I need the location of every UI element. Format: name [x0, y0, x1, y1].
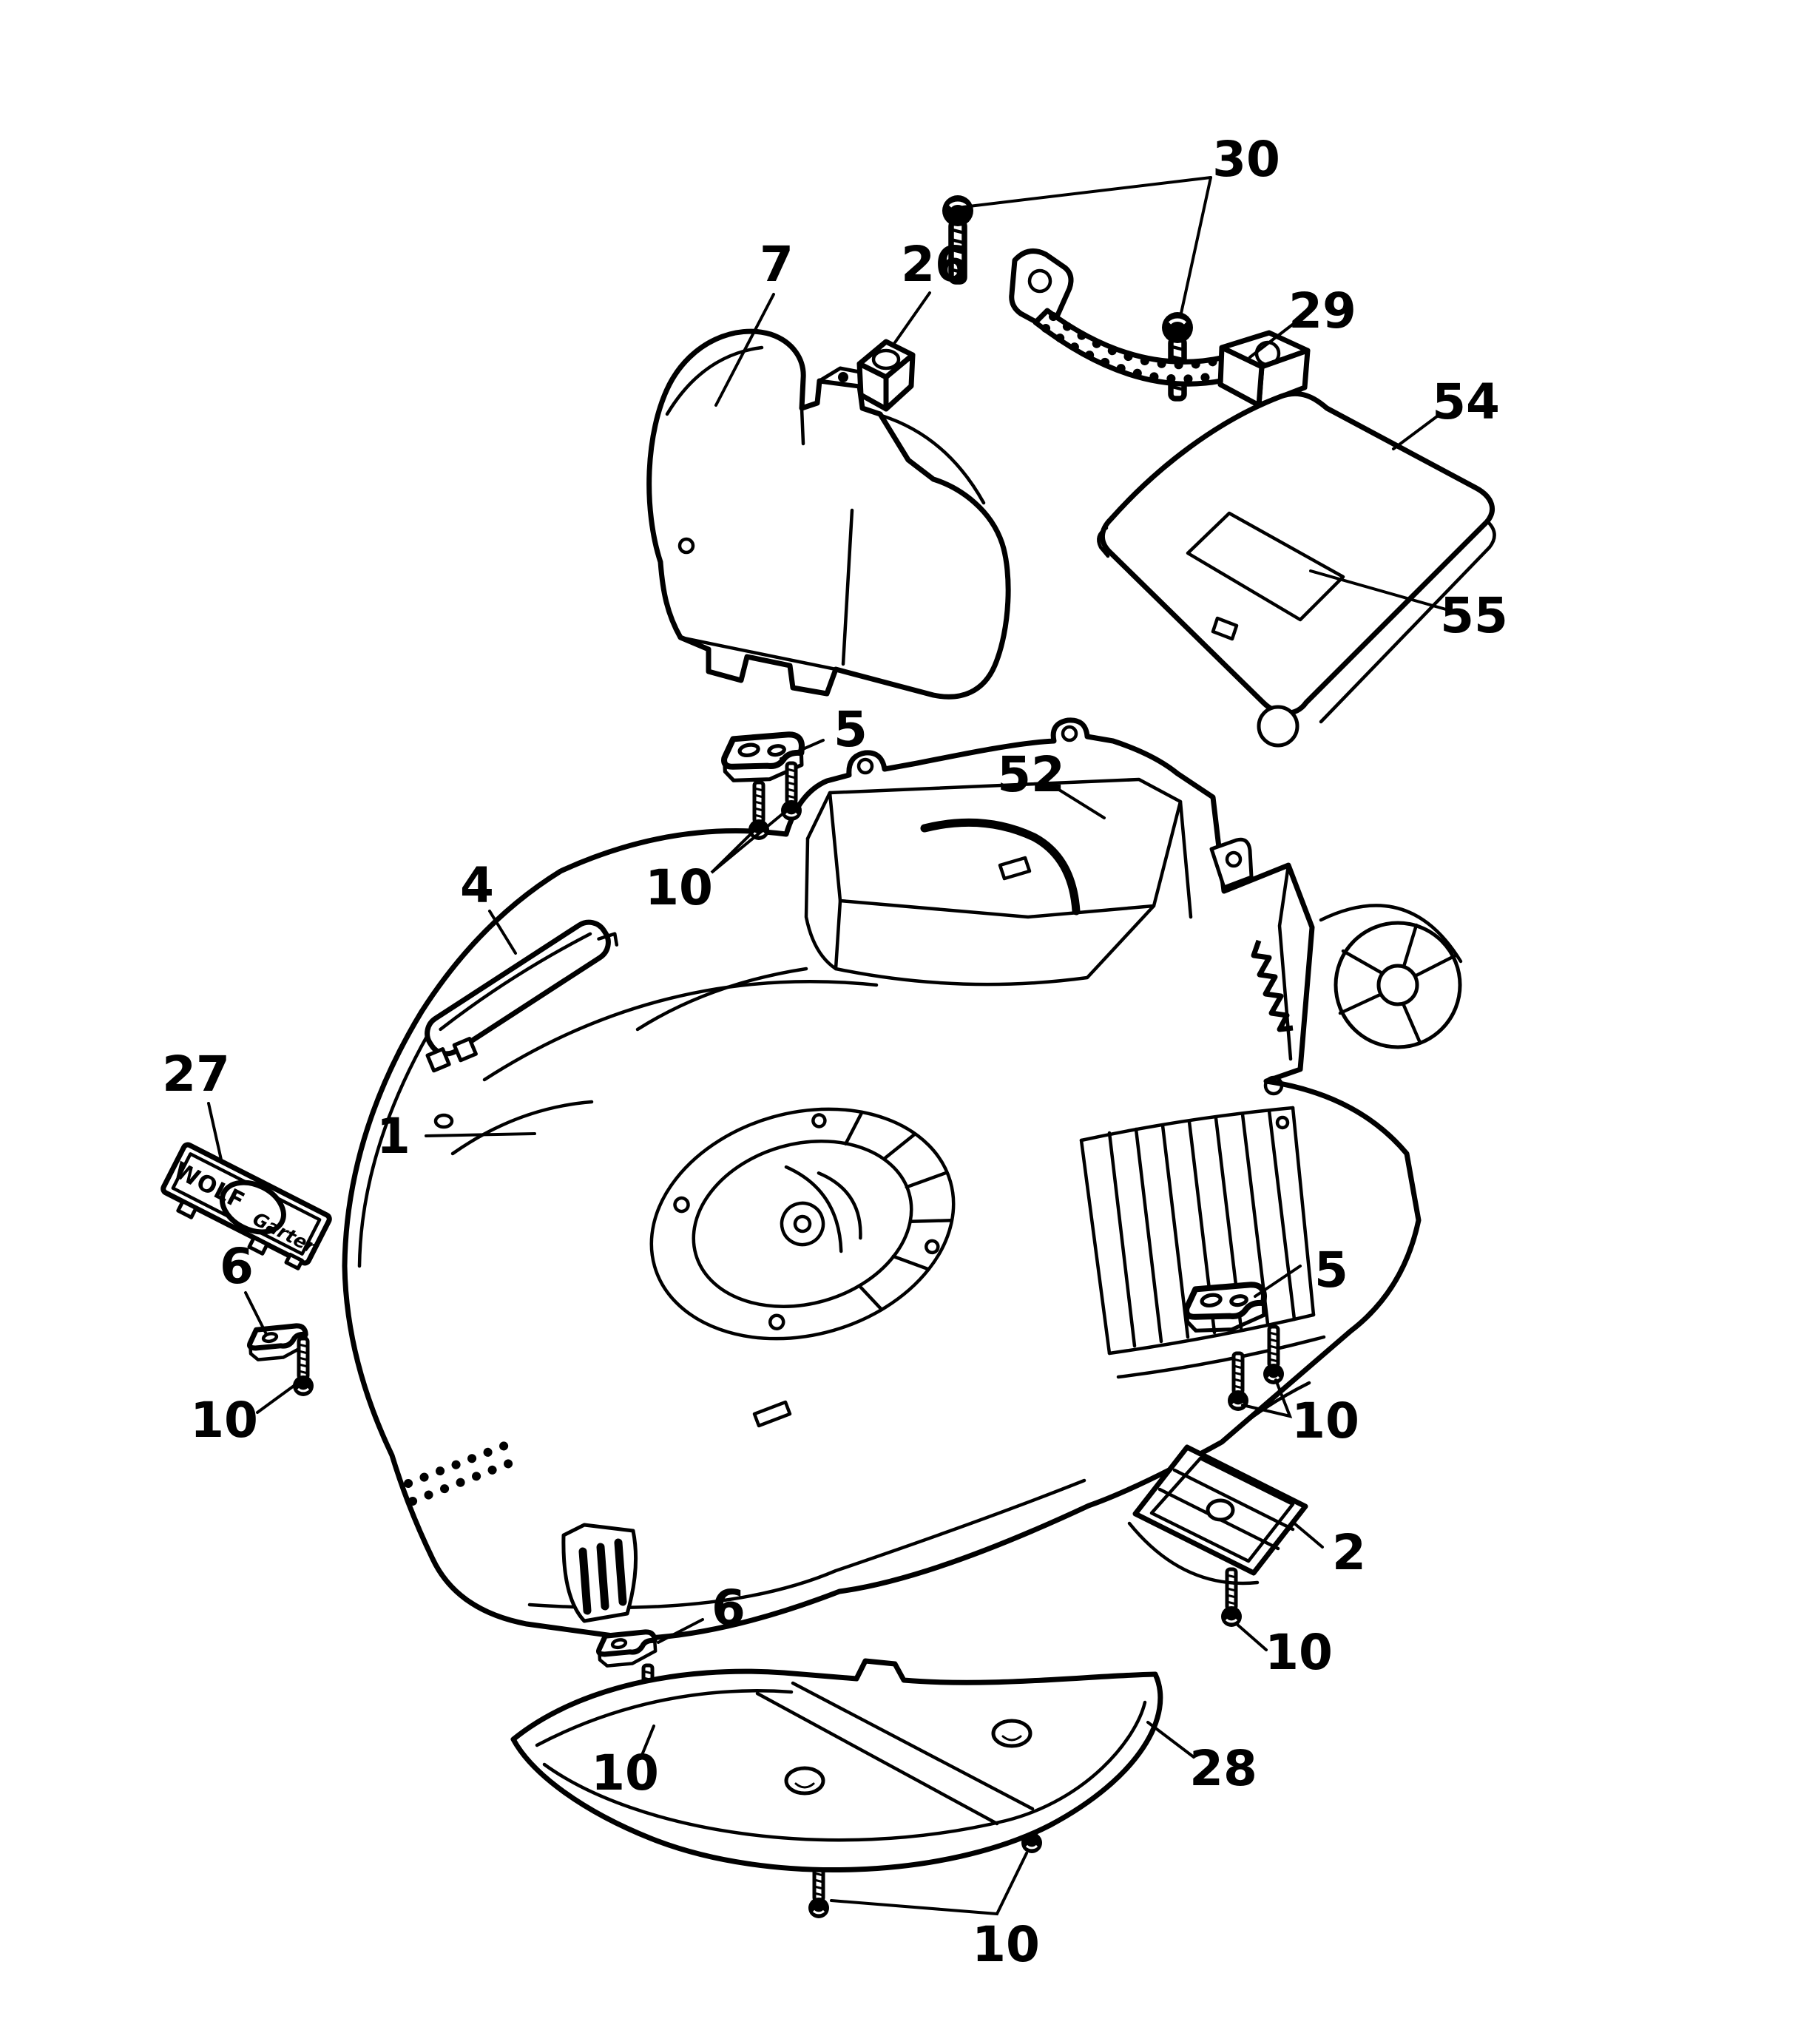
front-bumper-28 [510, 1658, 1163, 1873]
perforation-row-1 [1049, 312, 1222, 370]
rear-flap-54 [1097, 390, 1496, 748]
leader-10-bumper [830, 1852, 1028, 1916]
leader-10-grate [1235, 1622, 1268, 1651]
callout-7: 7 [760, 236, 794, 293]
deck-perforation-row-1 [404, 1436, 522, 1488]
leader-6-left [244, 1291, 268, 1336]
leader-6-front [657, 1618, 704, 1644]
flap-hinge-roll [1257, 705, 1299, 748]
deck-perforation-row-2 [408, 1454, 527, 1506]
leader-7 [714, 293, 775, 407]
front-corner-vent [561, 1523, 638, 1623]
leader-10-right [1241, 1378, 1293, 1418]
leader-55 [1309, 569, 1447, 611]
callout-54: 54 [1432, 373, 1500, 430]
spacer-block-26 [856, 339, 916, 412]
brand-badge-27: WOLF Garten [160, 1142, 332, 1270]
leader-2 [1293, 1522, 1324, 1549]
callout-5-top: 5 [834, 701, 868, 758]
callout-29: 29 [1288, 282, 1356, 339]
leader-52 [1058, 788, 1106, 819]
rear-wheel [1319, 904, 1463, 1049]
leader-5-top [780, 739, 825, 760]
grate-cover-2 [1127, 1444, 1308, 1586]
bumper-foot-left [784, 1766, 825, 1796]
callout-10-bumper: 10 [972, 1916, 1040, 1973]
callout-30: 30 [1212, 131, 1280, 188]
callout-55: 55 [1440, 587, 1508, 644]
callout-10-grate: 10 [1265, 1624, 1333, 1681]
decal-area-55 [1186, 511, 1345, 622]
housing-spring-coil [1251, 939, 1294, 1032]
leader-30-left [961, 176, 1212, 209]
leader-4 [488, 910, 517, 955]
callout-4: 4 [460, 857, 494, 914]
cover-side-hole [677, 537, 695, 555]
block-hole [871, 348, 901, 370]
screw-10-left [293, 1339, 314, 1396]
leader-30-right [1179, 176, 1212, 318]
callout-10-right: 10 [1291, 1392, 1359, 1449]
callout-6-left: 6 [220, 1238, 254, 1295]
flap-slot [1211, 616, 1239, 641]
cover-block-hole [838, 372, 848, 382]
ear-hole-right [1061, 725, 1078, 742]
leader-1 [425, 1132, 536, 1137]
leader-10-front [639, 1725, 655, 1760]
screw-10-grate [1221, 1569, 1242, 1627]
trim-strip-4 [425, 919, 619, 1073]
leader-26 [892, 291, 931, 346]
callout-2: 2 [1332, 1524, 1366, 1581]
callout-10-left: 10 [190, 1392, 258, 1449]
leader-54 [1392, 413, 1441, 450]
callout-5-right: 5 [1314, 1242, 1348, 1299]
bracket-hole-left [1027, 268, 1052, 294]
leader-29 [1248, 322, 1296, 359]
callout-labels: 30 7 26 29 54 55 5 52 10 4 27 1 6 10 5 1… [162, 131, 1508, 1973]
callout-10-upper: 10 [645, 859, 713, 916]
leader-10-upper [710, 808, 790, 874]
ear-hole-left [856, 757, 874, 775]
grate-knob [1206, 1498, 1235, 1522]
leader-28 [1146, 1721, 1195, 1759]
callout-26: 26 [901, 236, 969, 293]
leader-5-right [1254, 1265, 1302, 1298]
deck-slot [752, 1400, 792, 1428]
bumper-foot-right [991, 1719, 1032, 1748]
callout-1: 1 [376, 1108, 410, 1165]
callout-28: 28 [1189, 1740, 1257, 1797]
callout-10-front: 10 [591, 1744, 659, 1801]
deck-housing-1 [342, 717, 1422, 1642]
callout-6-front: 6 [712, 1580, 746, 1637]
leader-lines [207, 176, 1447, 1916]
leader-27 [207, 1102, 223, 1161]
leader-10-left [256, 1383, 297, 1414]
callout-27: 27 [162, 1046, 230, 1103]
discharge-slats [1079, 1106, 1326, 1379]
callout-52: 52 [997, 746, 1065, 803]
motor-cover-7 [646, 328, 1011, 700]
blade-opening [649, 1107, 956, 1341]
handle-bracket-29 [1009, 248, 1311, 408]
